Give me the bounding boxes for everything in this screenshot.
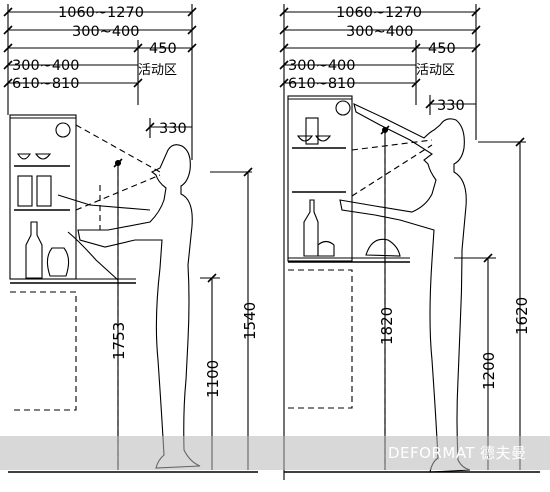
bottle-icon: [25, 221, 43, 279]
left-standing-figure: [77, 144, 201, 469]
right-standing-figure: [339, 103, 471, 473]
right-reach-range: 300~400: [346, 24, 414, 40]
right-bottle-icon: [303, 199, 319, 257]
right-cabinet-depth: 300~400: [288, 58, 356, 74]
bowl-icon: [17, 153, 31, 160]
watermark-chinese: 德夫曼: [480, 444, 527, 462]
left-activity-zone: 活动区: [138, 63, 177, 78]
left-head-clear: 330: [159, 121, 187, 137]
right-eye-height: 1620: [513, 297, 531, 335]
left-panel: [3, 4, 258, 473]
right-counter-height: 1200: [480, 352, 498, 390]
left-counter-height: 1100: [204, 360, 222, 398]
right-total-range: 1060~1270: [336, 5, 422, 21]
left-shelf-height: 1540: [241, 302, 259, 340]
watermark-band: [0, 436, 550, 470]
watermark-brand: DEFORMAT: [388, 444, 475, 462]
right-eye-offset: 610~810: [288, 76, 356, 92]
right-activity-zone: 活动区: [416, 63, 455, 78]
left-reach-range: 300~400: [72, 24, 140, 40]
right-activity-depth: 450: [428, 41, 456, 57]
left-eye-offset: 610~810: [12, 76, 80, 92]
left-cabinet-depth: 300~400: [12, 58, 80, 74]
right-wall-cabinet: [287, 95, 353, 262]
left-eye-height: 1753: [110, 322, 128, 360]
right-head-clear: 330: [437, 98, 465, 114]
right-reach-height: 1820: [378, 307, 396, 345]
left-total-range: 1060~1270: [58, 5, 144, 21]
left-activity-depth: 450: [149, 41, 177, 57]
